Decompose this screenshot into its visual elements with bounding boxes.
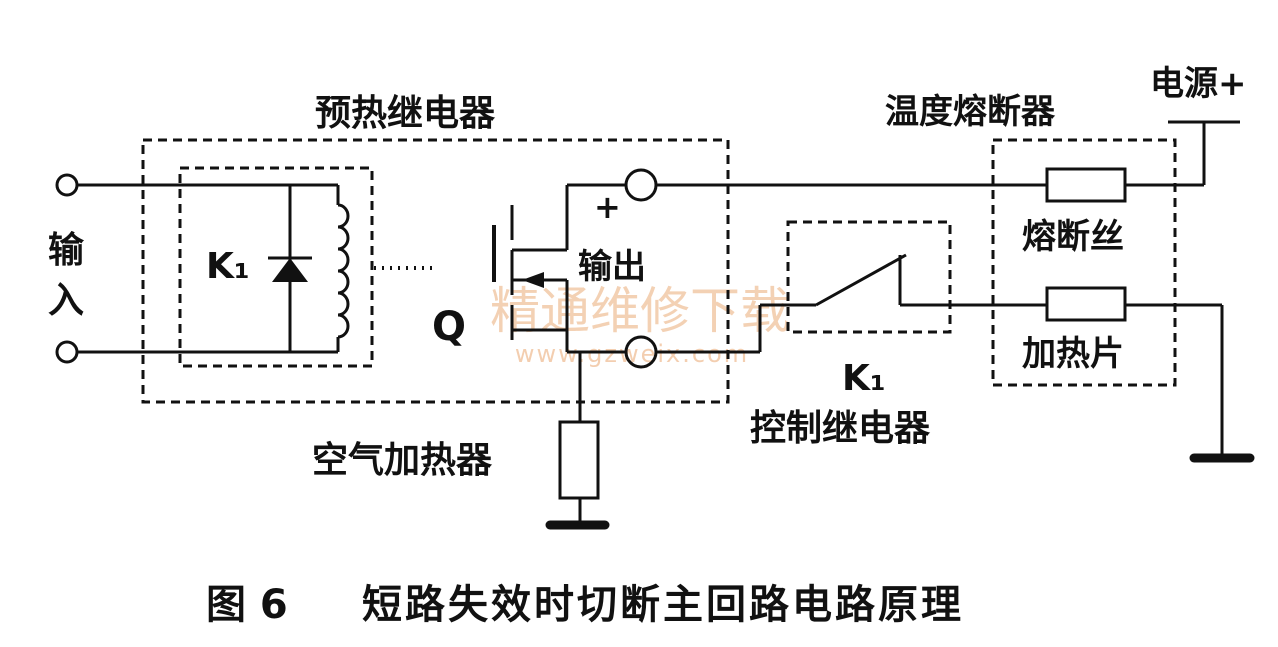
k1-switch-label: K₁ (842, 358, 886, 399)
wires (55, 120, 1255, 530)
thermal-fuse-box (991, 138, 1177, 387)
output-label: 输出 (578, 247, 646, 287)
preheat-relay-label: 预热继电器 (315, 93, 496, 134)
plus-label: + (594, 188, 621, 226)
diode-icon (272, 258, 308, 282)
output-terminal-plus[interactable] (624, 168, 658, 202)
input-terminal-bottom[interactable] (55, 340, 79, 364)
control-relay-label: 控制继电器 (750, 408, 931, 449)
control-relay-box (786, 220, 952, 334)
figure-caption: 短路失效时切断主回路电路原理 (362, 582, 964, 628)
input-label-2: 入 (48, 280, 84, 321)
thermal-fuse-label: 温度熔断器 (885, 92, 1056, 132)
heater-plate-element (1045, 286, 1127, 322)
figure-number: 图 6 (206, 582, 288, 628)
k1-coil-label: K₁ (206, 246, 250, 287)
preheat-relay-box (141, 138, 730, 404)
fuse-wire-label: 熔断丝 (1022, 217, 1124, 257)
air-heater-element (558, 420, 600, 500)
arrow-icon (522, 272, 544, 288)
q-label: Q (432, 304, 466, 350)
heater-plate-label: 加热片 (1022, 334, 1124, 374)
coil-box (178, 166, 374, 368)
input-terminal-top[interactable] (55, 173, 79, 197)
power-label: 电源+ (1150, 64, 1247, 104)
fuse-wire-element (1045, 167, 1127, 203)
coil-icon (337, 203, 350, 339)
input-label-1: 输 (48, 230, 85, 271)
air-heater-label: 空气加热器 (312, 440, 493, 481)
